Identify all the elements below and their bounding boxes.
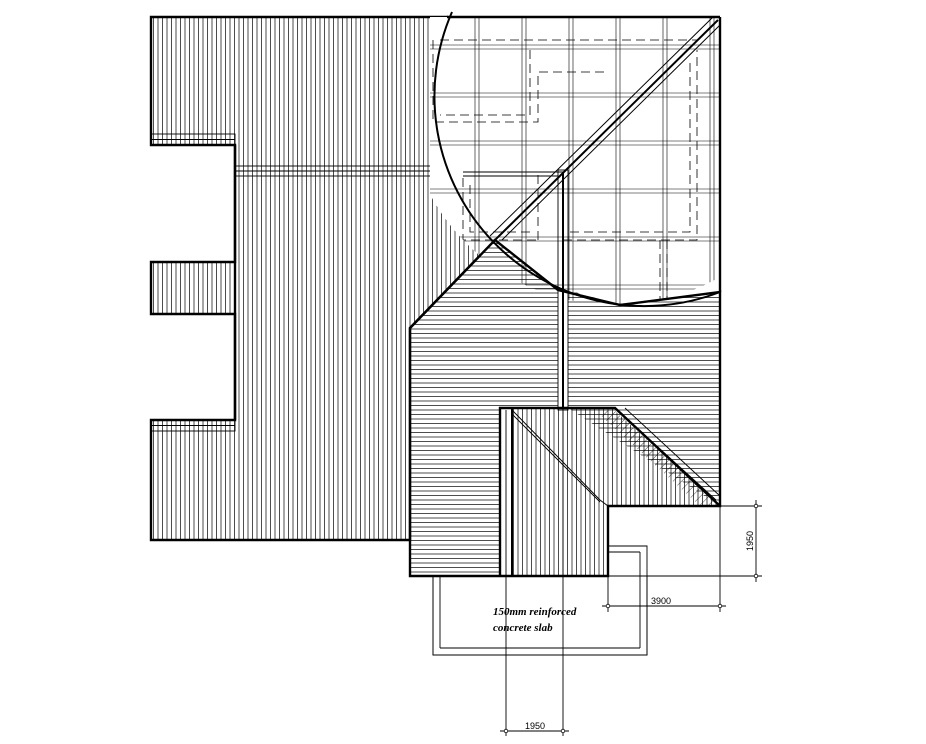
dimension-horizontal-lower: 1950 (500, 408, 569, 736)
dim-right-vertical: 1950 (745, 531, 755, 551)
porch-roof (498, 406, 721, 577)
dimension-right: 1950 (608, 500, 762, 582)
hip-diagonal (489, 16, 721, 241)
concrete-slab: 150mm reinforced concrete slab (432, 545, 648, 656)
slab-note-line1: 150mm reinforced (493, 606, 577, 618)
dimension-horizontal-upper: 3900 (602, 506, 726, 612)
slab-note-line2: concrete slab (493, 622, 553, 634)
right-roof-section (408, 238, 722, 578)
dim-horizontal-upper: 3900 (651, 596, 671, 606)
dim-horizontal-lower: 1950 (525, 721, 545, 731)
